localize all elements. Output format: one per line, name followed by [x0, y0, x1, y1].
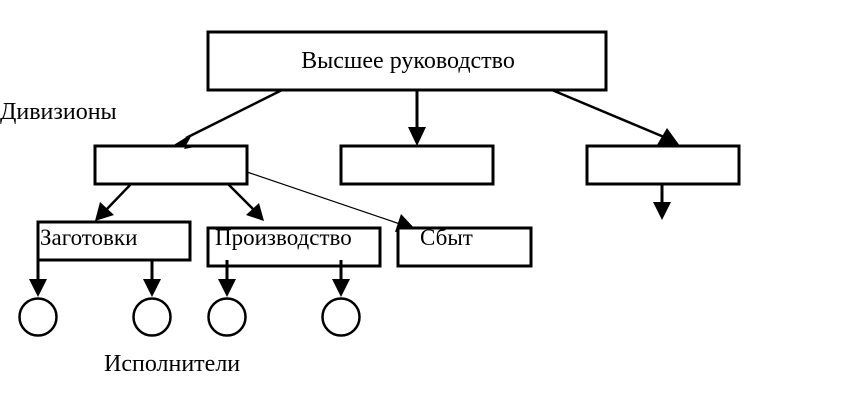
- executor-circle-2: [132, 297, 172, 337]
- executor-circle-4: [321, 297, 361, 337]
- executor-circle-3: [207, 297, 247, 337]
- arrow-procurement-to-executor-1: [29, 260, 47, 297]
- procurement-label: Заготовки: [40, 225, 137, 250]
- top-management-box: [206, 30, 608, 92]
- production-label: Производство: [215, 225, 352, 250]
- arrow-procurement-to-executor-2: [143, 260, 161, 297]
- arrow-top-to-division-1: [172, 88, 283, 149]
- divisions-label: Дивизионы: [0, 99, 117, 125]
- arrow-top-to-division-3: [551, 88, 680, 146]
- top-management-label: Высшее руководство: [301, 48, 515, 74]
- arrow-production-to-executor-4: [332, 260, 350, 297]
- sales-label: Сбыт: [420, 225, 473, 250]
- arrow-division-1-to-production: [227, 183, 264, 221]
- arrow-division-1-to-procurement: [95, 183, 132, 221]
- arrow-division-3-down: [653, 184, 671, 220]
- executors-label: Исполнители: [104, 351, 240, 377]
- procurement-box: [36, 220, 192, 262]
- arrow-top-to-division-2: [408, 90, 426, 146]
- sales-box: [396, 226, 533, 268]
- division-box-2: [339, 144, 495, 186]
- production-box: [206, 226, 382, 268]
- division-box-1: [93, 144, 249, 186]
- executor-circle-1: [18, 297, 58, 337]
- arrow-production-to-executor-3: [218, 260, 236, 297]
- division-box-3: [585, 144, 741, 186]
